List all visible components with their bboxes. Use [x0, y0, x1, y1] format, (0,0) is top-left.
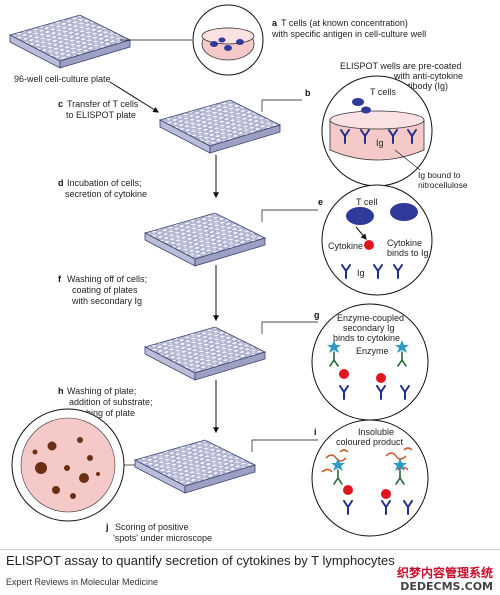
- step-e-letter: e: [318, 197, 323, 207]
- b-tcells-label: T cells: [370, 87, 396, 97]
- step-j-text2: 'spots' under microscope: [113, 533, 212, 543]
- circle-a: [192, 4, 264, 76]
- e-ig-label: Ig: [357, 268, 365, 278]
- figure-caption: ELISPOT assay to quantify secretion of c…: [6, 553, 395, 568]
- b-ig-label: Ig: [376, 138, 384, 148]
- step-j-text1: Scoring of positive: [115, 522, 189, 532]
- step-f-text2: coating of plates: [72, 285, 138, 295]
- caption-divider: [0, 549, 500, 550]
- step-d-letter: d: [58, 178, 64, 188]
- circle-i: [311, 419, 429, 537]
- g-text1: Enzyme-coupled: [337, 313, 404, 323]
- step-b-text1: ELISPOT wells are pre-coated: [340, 61, 461, 71]
- elispot-plate-e: [144, 212, 266, 267]
- b-bound-text2: nitrocellulose: [418, 180, 468, 190]
- step-f-letter: f: [58, 274, 62, 284]
- plate-96-label: 96-well cell-culture plate: [14, 74, 111, 84]
- step-h-text1: Washing of plate;: [67, 386, 136, 396]
- step-c-letter: c: [58, 99, 63, 109]
- circle-g: [311, 303, 429, 421]
- g-enzyme-label: Enzyme: [356, 346, 389, 356]
- step-g-letter: g: [314, 310, 320, 320]
- step-j-letter: j: [105, 522, 109, 532]
- g-text3: binds to cytokine: [333, 333, 400, 343]
- step-a-text1: T cells (at known concentration): [281, 18, 408, 28]
- step-d-text1: Incubation of cells;: [67, 178, 142, 188]
- step-h-letter: h: [58, 386, 64, 396]
- i-text1: Insoluble: [358, 427, 394, 437]
- circle-j-spots: [11, 408, 125, 522]
- elispot-plate-g: [144, 326, 266, 381]
- step-f-text3: with secondary Ig: [71, 296, 142, 306]
- watermark: 织梦内容管理系统 DEDECMS.COM: [393, 566, 496, 593]
- e-tcell-label: T cell: [356, 197, 377, 207]
- e-cytokine-label: Cytokine: [328, 241, 363, 251]
- step-c-text1: Transfer of T cells: [67, 99, 139, 109]
- step-i-letter: i: [314, 427, 317, 437]
- b-bound-text1: Ig bound to: [418, 170, 461, 180]
- culture-plate-96: [9, 14, 131, 69]
- step-c-text2: to ELISPOT plate: [66, 110, 136, 120]
- step-a-letter: a: [272, 18, 278, 28]
- step-h-text3: washing of plate: [69, 408, 135, 418]
- figure-source: Expert Reviews in Molecular Medicine: [6, 577, 159, 587]
- step-b-text3: antibody (Ig): [398, 81, 448, 91]
- step-h-text2: addition of substrate;: [69, 397, 153, 407]
- step-f-text1: Washing off of cells;: [67, 274, 147, 284]
- i-text2: coloured product: [336, 437, 404, 447]
- watermark-line1: 织梦内容管理系统: [396, 566, 493, 580]
- e-binds-text2: binds to Ig: [387, 248, 429, 258]
- step-d-text2: secretion of cytokine: [65, 189, 147, 199]
- step-b-letter: b: [305, 88, 311, 98]
- watermark-line2: DEDECMS.COM: [400, 580, 493, 593]
- step-b-text2: with anti-cytokine: [393, 71, 463, 81]
- e-binds-text1: Cytokine: [387, 238, 422, 248]
- circle-e: [321, 184, 433, 296]
- step-a-text2: with specific antigen in cell-culture we…: [271, 29, 426, 39]
- g-text2: secondary Ig: [343, 323, 395, 333]
- elispot-plate-i: [134, 439, 256, 494]
